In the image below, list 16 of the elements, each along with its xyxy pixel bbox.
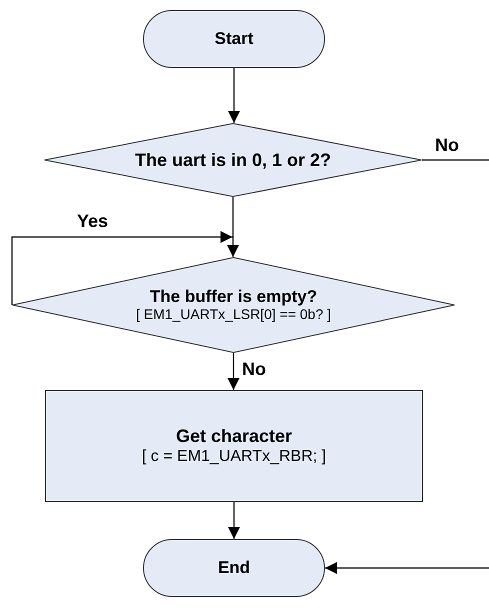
- code-text: [ EM1_UARTx_LSR[0] == 0b? ]: [136, 306, 332, 324]
- node-title: Start: [214, 29, 254, 49]
- node-title: The uart is in 0, 1 or 2?: [134, 150, 332, 170]
- arrow: [228, 353, 240, 390]
- process-box: [45, 390, 423, 502]
- node-title: End: [218, 558, 250, 578]
- arrow: [228, 502, 240, 539]
- node-title: Get character: [176, 426, 292, 447]
- arrow: [227, 197, 239, 257]
- decision-diamond: [44, 123, 422, 197]
- code-text: [ c = EM1_UARTx_RBR; ]: [142, 446, 326, 466]
- arrow: [228, 68, 240, 123]
- arrow: [11, 231, 232, 305]
- arrow: [325, 562, 489, 574]
- decision-diamond: [12, 256, 455, 354]
- node-title: The buffer is empty?: [150, 286, 318, 306]
